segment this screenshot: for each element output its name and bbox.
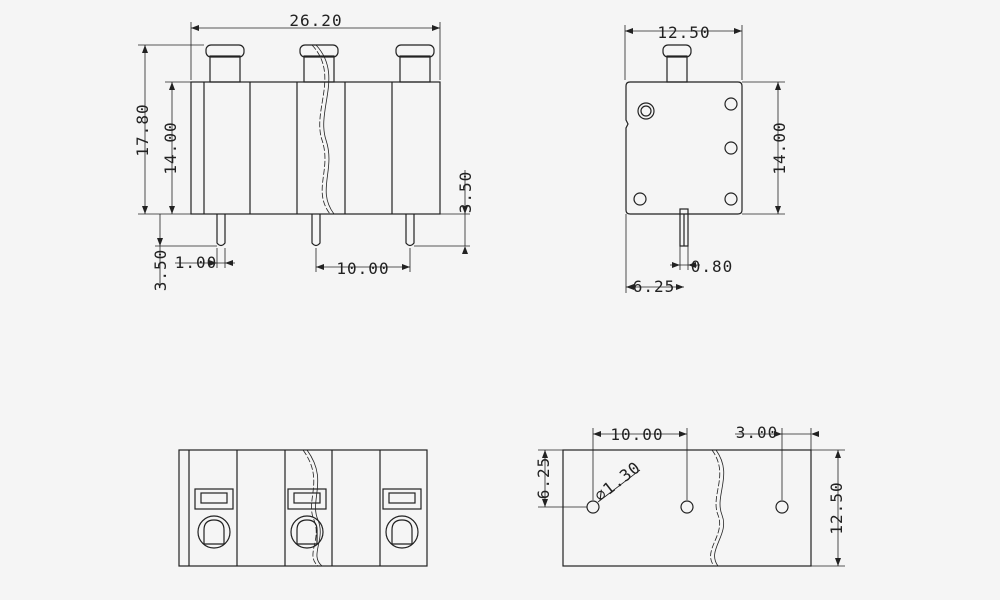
top-view <box>178 449 428 567</box>
dim-bottom-hole-diameter: ∅1.30 <box>591 457 645 505</box>
dim-side-pin-offset: 6.25 <box>633 277 676 296</box>
dim-front-pin-length-right: 3.50 <box>456 171 475 214</box>
dim-bottom-hole-offset: 6.25 <box>534 457 553 500</box>
dim-bottom-edge: 3.00 <box>736 423 779 442</box>
front-view: 26.20 17.80 <box>133 11 475 291</box>
terminal-slot-3 <box>382 488 422 549</box>
dim-front-pin-width: 1.00 <box>175 253 218 272</box>
terminal-slot-1 <box>194 488 234 549</box>
dim-front-pitch: 10.00 <box>336 259 389 278</box>
bottom-view: 10.00 3.00 6.25 ∅1.30 12.50 <box>534 423 846 567</box>
dim-front-total-height: 17.80 <box>133 103 152 156</box>
dim-front-body-height: 14.00 <box>161 121 180 174</box>
push-button-3 <box>395 44 435 83</box>
dim-bottom-pitch: 10.00 <box>610 425 663 444</box>
dim-front-pin-length-left: 3.50 <box>151 249 170 292</box>
dim-bottom-depth: 12.50 <box>827 481 846 534</box>
dim-side-pin-width: 0.80 <box>691 257 734 276</box>
side-view: 12.50 14.00 0.80 6.25 <box>624 23 789 296</box>
terminal-slot-2 <box>287 488 327 549</box>
dim-side-height: 14.00 <box>770 121 789 174</box>
dim-side-width: 12.50 <box>657 23 710 42</box>
dim-front-width: 26.20 <box>289 11 342 30</box>
push-button-1 <box>205 44 245 83</box>
push-button-2 <box>299 44 339 83</box>
